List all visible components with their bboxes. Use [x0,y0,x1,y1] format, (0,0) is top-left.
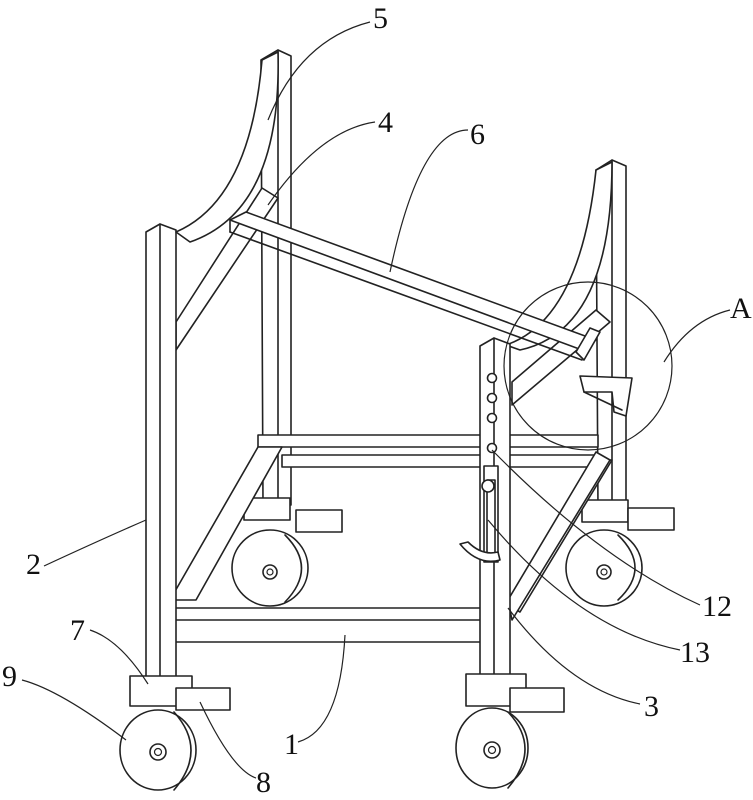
label-9: 9 [2,660,17,693]
label-a: A [730,292,752,325]
label-3: 3 [644,690,659,723]
front-left-post [146,224,176,680]
label-1: 1 [284,728,299,761]
rear-left-wheel [232,498,342,606]
label-13: 13 [680,636,710,669]
label-12: 12 [702,590,732,623]
label-4: 4 [378,106,393,139]
rear-right-wheel [566,500,674,606]
front-left-wheel [120,676,230,790]
label-8: 8 [256,766,271,799]
label-6: 6 [470,118,485,151]
front-right-wheel [456,674,564,788]
detail-circle-a [504,282,672,450]
label-7: 7 [70,614,85,647]
label-2: 2 [26,548,41,581]
label-5: 5 [373,2,388,35]
